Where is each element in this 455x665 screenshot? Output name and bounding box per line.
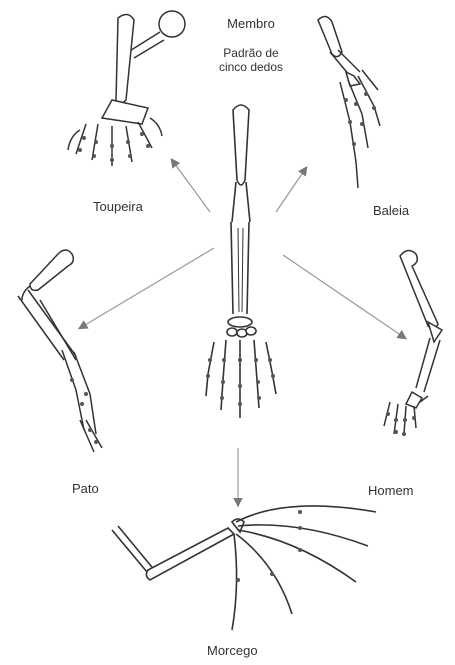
- label-homem: Homem: [368, 483, 414, 498]
- central-limb-bones: [206, 105, 276, 418]
- limb-baleia: [318, 16, 380, 188]
- label-toupeira: Toupeira: [93, 199, 143, 214]
- limb-homem: [384, 250, 442, 436]
- label-pato: Pato: [72, 481, 99, 496]
- center-title: Membro: [196, 16, 306, 31]
- limb-morcego: [112, 506, 376, 630]
- center-subtitle-line2: cinco dedos: [196, 60, 306, 74]
- limb-pato: [18, 250, 102, 452]
- arrow-to-pato: [80, 248, 214, 328]
- label-morcego: Morcego: [207, 643, 258, 658]
- arrow-to-toupeira: [172, 160, 210, 212]
- center-subtitle: Padrão de cinco dedos: [196, 46, 306, 74]
- arrow-to-baleia: [276, 168, 306, 212]
- center-subtitle-line1: Padrão de: [196, 46, 306, 60]
- label-baleia: Baleia: [373, 203, 409, 218]
- limb-toupeira: [68, 11, 185, 166]
- arrow-to-homem: [283, 255, 405, 338]
